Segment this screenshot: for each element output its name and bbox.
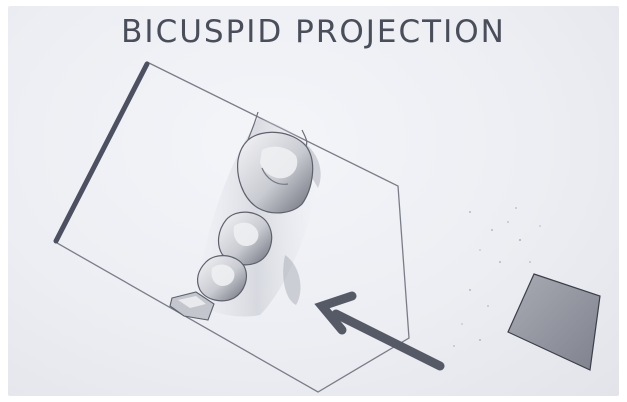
bicuspid-tooth	[198, 256, 247, 301]
molar-tooth	[238, 132, 313, 213]
arrow-icon	[322, 296, 440, 366]
sensor-plate-icon	[508, 274, 600, 370]
